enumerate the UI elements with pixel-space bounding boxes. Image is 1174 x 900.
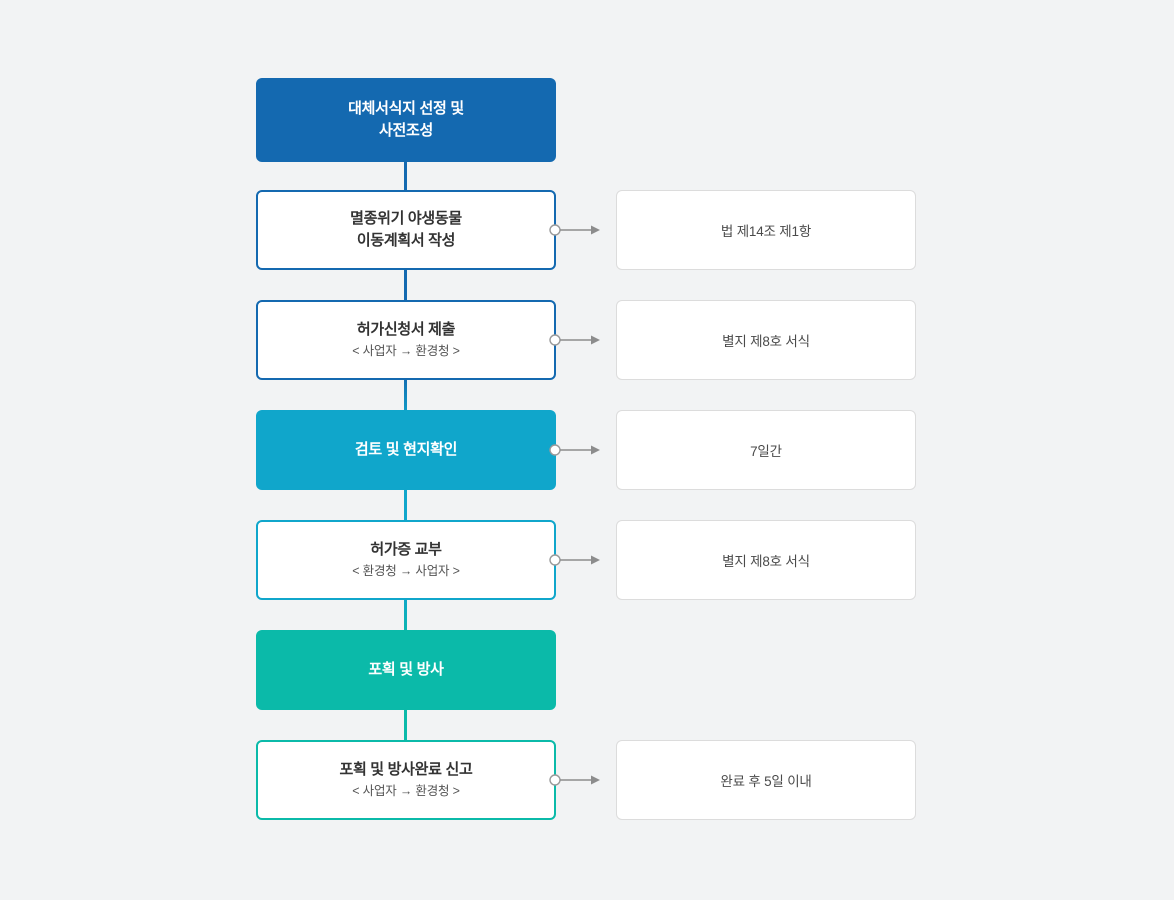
note-box-step-4: 7일간 xyxy=(616,410,916,490)
note-box-step-5: 별지 제8호 서식 xyxy=(616,520,916,600)
process-box-step-4[interactable]: 검토 및 현지확인 xyxy=(256,410,556,490)
process-title-step-3: 허가신청서 제출 xyxy=(356,321,456,339)
process-box-step-1[interactable]: 대체서식지 선정 및 사전조성 xyxy=(256,78,556,162)
process-subtitle-step-7: < 사업자 → 환경청 > xyxy=(352,784,460,799)
note-text-step-4: 7일간 xyxy=(750,444,782,459)
note-text-step-3: 별지 제8호 서식 xyxy=(722,334,810,349)
process-title-step-5: 허가증 교부 xyxy=(370,541,442,559)
connector-step2-step3 xyxy=(404,265,407,310)
note-text-step-7: 완료 후 5일 이내 xyxy=(720,774,812,789)
process-box-step-6[interactable]: 포획 및 방사 xyxy=(256,630,556,710)
note-text-step-2: 법 제14조 제1항 xyxy=(720,224,812,239)
process-title-step-2: 멸종위기 야생동물 이동계획서 작성 xyxy=(350,210,462,249)
arrow-head-icon xyxy=(591,225,600,235)
process-title-step-7: 포획 및 방사완료 신고 xyxy=(339,761,473,779)
note-box-step-3: 별지 제8호 서식 xyxy=(616,300,916,380)
process-box-step-7[interactable]: 포획 및 방사완료 신고 < 사업자 → 환경청 > xyxy=(256,740,556,820)
process-title-step-4: 검토 및 현지확인 xyxy=(354,441,458,459)
connector-step5-step6 xyxy=(404,595,407,640)
connector-step4-step5 xyxy=(404,485,407,530)
note-box-step-7: 완료 후 5일 이내 xyxy=(616,740,916,820)
note-text-step-5: 별지 제8호 서식 xyxy=(722,554,810,569)
arrow-head-icon xyxy=(591,445,600,455)
note-box-step-2: 법 제14조 제1항 xyxy=(616,190,916,270)
process-box-step-5[interactable]: 허가증 교부 < 환경청 → 사업자 > xyxy=(256,520,556,600)
arrow-head-icon xyxy=(591,555,600,565)
connector-step3-step4 xyxy=(404,375,407,420)
process-title-step-1: 대체서식지 선정 및 사전조성 xyxy=(348,100,464,139)
process-subtitle-step-3: < 사업자 → 환경청 > xyxy=(352,344,460,359)
process-subtitle-step-5: < 환경청 → 사업자 > xyxy=(352,564,460,579)
arrow-head-icon xyxy=(591,775,600,785)
connector-step6-step7 xyxy=(404,705,407,750)
connector-step1-step2 xyxy=(404,155,407,200)
arrow-head-icon xyxy=(591,335,600,345)
process-title-step-6: 포획 및 방사 xyxy=(368,661,444,679)
process-box-step-3[interactable]: 허가신청서 제출 < 사업자 → 환경청 > xyxy=(256,300,556,380)
process-box-step-2[interactable]: 멸종위기 야생동물 이동계획서 작성 xyxy=(256,190,556,270)
